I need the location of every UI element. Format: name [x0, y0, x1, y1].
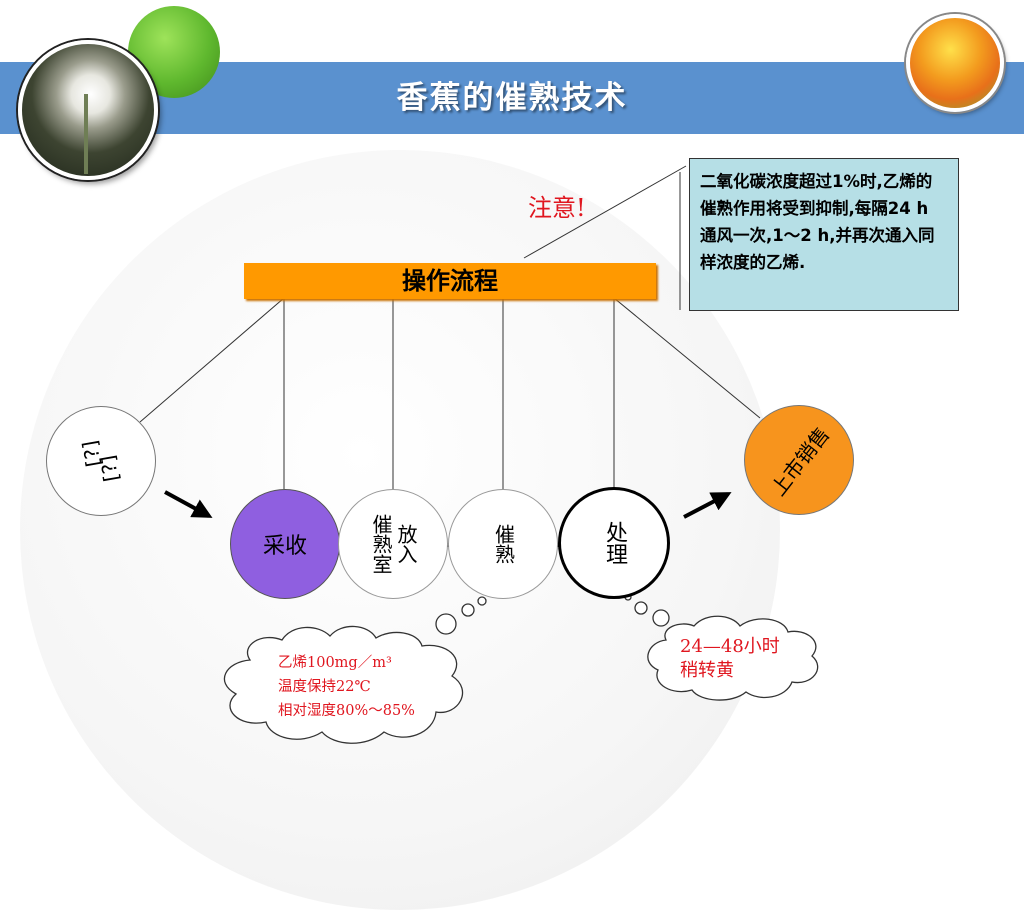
arrow-treat-market [683, 492, 732, 519]
note-box: 二氧化碳浓度超过1%时,乙烯的催熟作用将受到抑制,每隔24 h 通风一次,1～2… [689, 158, 959, 311]
step-treatment-label: 处理 [602, 521, 627, 565]
result-cloud-text: 24—48小时 稍转黄 [680, 635, 780, 683]
conditions-line2: 温度保持22℃ [278, 679, 371, 695]
conditions-cloud-text: 乙烯100mg／m³ 温度保持22℃ 相对湿度80%～85% [278, 651, 415, 723]
conditions-line1: 乙烯100mg／m³ [278, 655, 392, 671]
result-line1: 24—48小时 [680, 636, 780, 657]
process-header-box [244, 263, 656, 299]
line-to-note [523, 165, 687, 259]
note-label: 注意! [528, 194, 586, 222]
step-harvest-circle: 采收 [230, 489, 340, 599]
step-ripening-label: 催熟 [491, 524, 516, 564]
step-pick-label-line2: [?] [95, 453, 124, 484]
thought-dot [634, 601, 648, 615]
arrow-pick-harvest [164, 490, 213, 518]
conditions-cloud [223, 625, 464, 744]
result-cloud [647, 615, 819, 701]
step-market-circle: 上市销售 [744, 405, 854, 515]
conditions-line3: 相对湿度80%～85% [278, 703, 415, 719]
step-pick-circle: [?][?] [46, 406, 156, 516]
step-ripening-circle: 催熟 [448, 489, 558, 599]
step-market-label: 上市销售 [766, 422, 835, 500]
thought-dot [435, 613, 457, 635]
connector-lines [139, 165, 819, 744]
tulip-photo [906, 14, 1004, 112]
thought-dot [461, 603, 475, 617]
thought-dot [477, 596, 487, 606]
step-treatment-circle: 处理 [558, 487, 670, 599]
step-room-col1: 催熟室 [369, 514, 393, 574]
dandelion-photo [18, 40, 158, 180]
step-harvest-label: 采收 [262, 534, 307, 559]
step-pick-label: [?][?] [63, 422, 139, 501]
step-room-col2: 放入 [394, 524, 418, 564]
thought-dot [652, 609, 670, 627]
process-header-label: 操作流程 [402, 267, 498, 295]
step-ripening-room-circle: 催熟室 放入 [338, 489, 448, 599]
line-to-market [613, 297, 761, 419]
result-line2: 稍转黄 [680, 660, 734, 681]
line-to-pick [139, 297, 285, 423]
page-title: 香蕉的催熟技术 [396, 80, 628, 116]
